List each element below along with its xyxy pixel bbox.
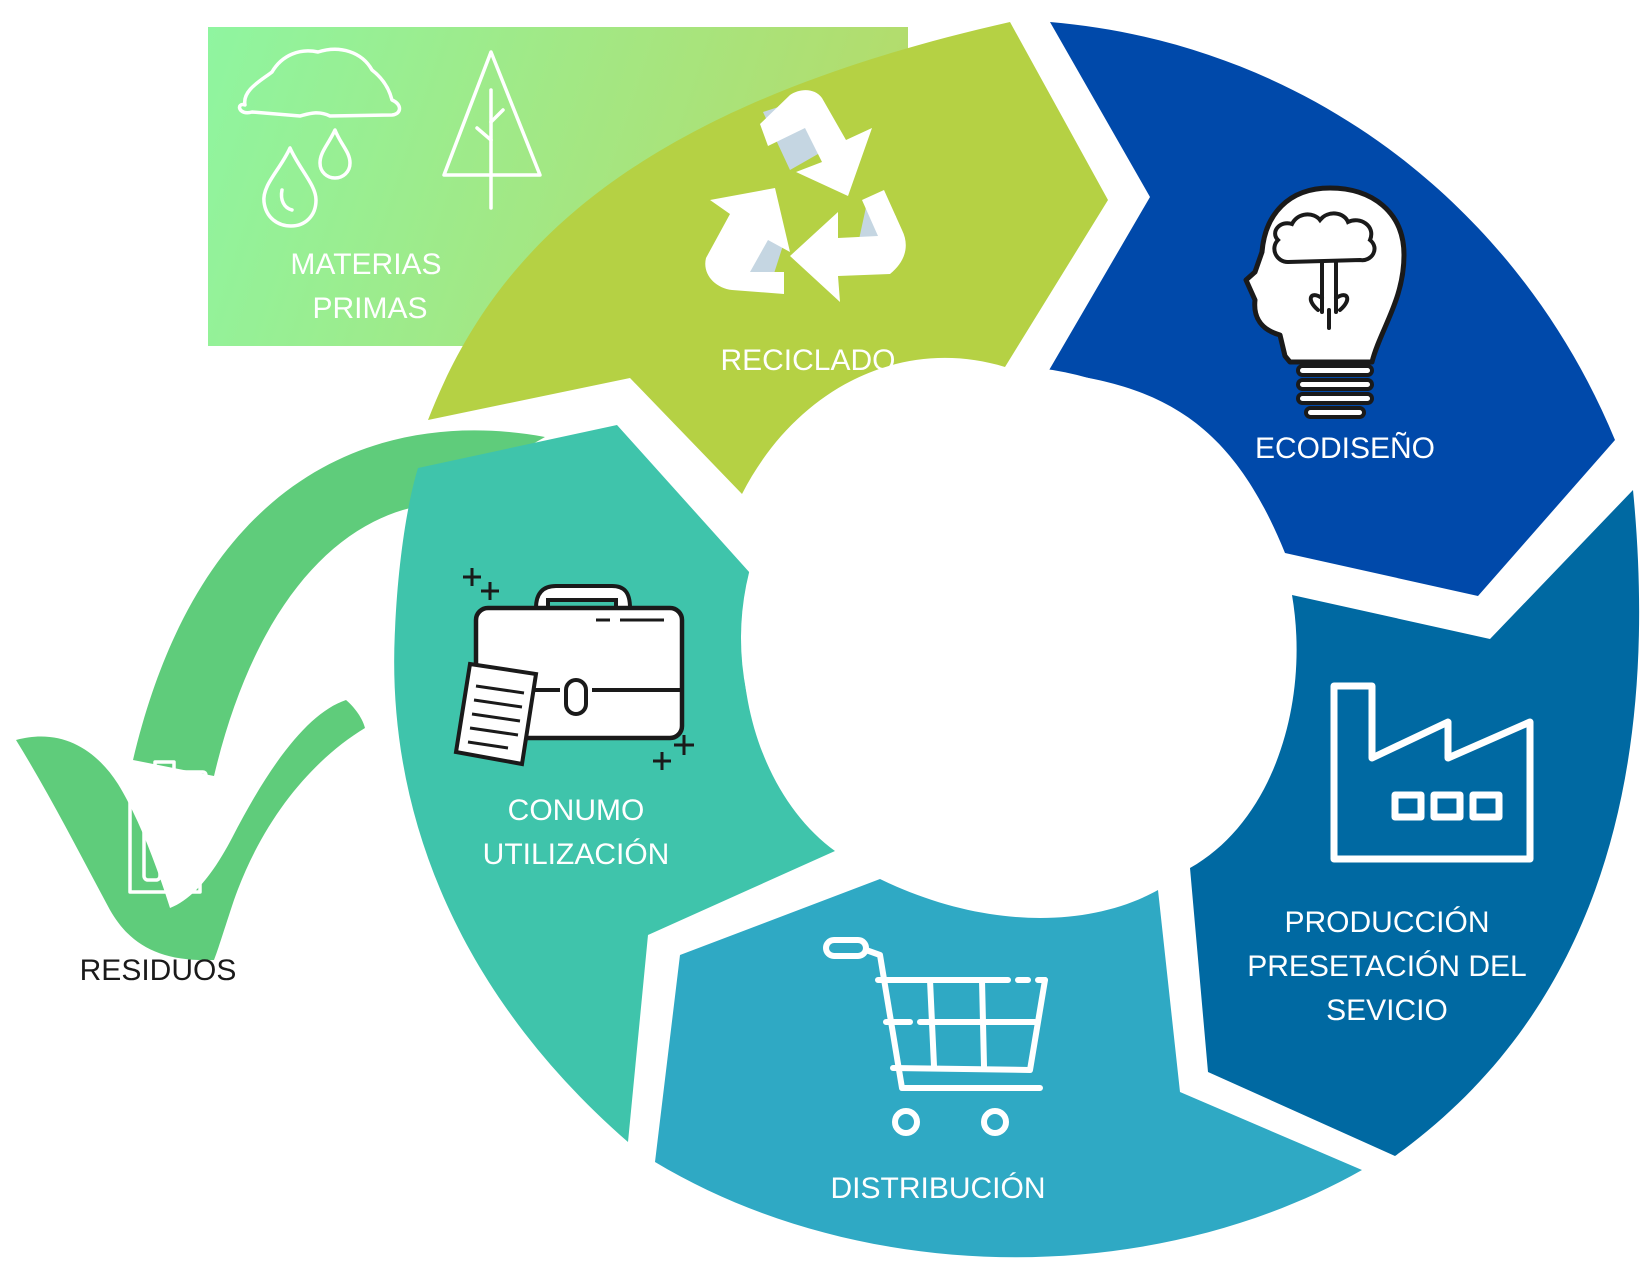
reciclado-label: RECICLADO: [720, 344, 895, 377]
consumo-segment: [394, 425, 835, 1142]
produccion-segment: [1190, 490, 1640, 1156]
factory-icon: [1330, 682, 1534, 863]
residuos-arrow-head: [16, 700, 365, 961]
residuos-label: RESIDUOS: [80, 954, 237, 987]
produccion-label-line2: PRESETACIÓN DEL: [1247, 950, 1527, 983]
produccion-label-line1: PRODUCCIÓN: [1284, 906, 1489, 939]
materias-label-line2: PRIMAS: [312, 292, 427, 325]
materias-label-line1: MATERIAS: [290, 248, 441, 281]
water-drops-icon: [262, 128, 352, 228]
consumo-label-line2: UTILIZACIÓN: [483, 838, 670, 871]
produccion-label-line3: SEVICIO: [1326, 994, 1448, 1027]
recycle-icon: [705, 90, 906, 302]
center-circle: [741, 367, 1283, 909]
briefcase-icon: [453, 568, 694, 770]
trash-can-icon: [122, 760, 208, 894]
rock-icon: [237, 47, 402, 118]
ecodiseno-label: ECODISEÑO: [1255, 431, 1435, 465]
distribucion-label: DISTRIBUCIÓN: [830, 1172, 1045, 1205]
residuos-arrow-band: [133, 430, 545, 776]
brain-bulb-icon: [1243, 185, 1407, 419]
tree-icon: [442, 50, 542, 210]
shopping-cart-icon: [823, 937, 1048, 1136]
consumo-label-line1: CONUMO: [508, 794, 645, 827]
